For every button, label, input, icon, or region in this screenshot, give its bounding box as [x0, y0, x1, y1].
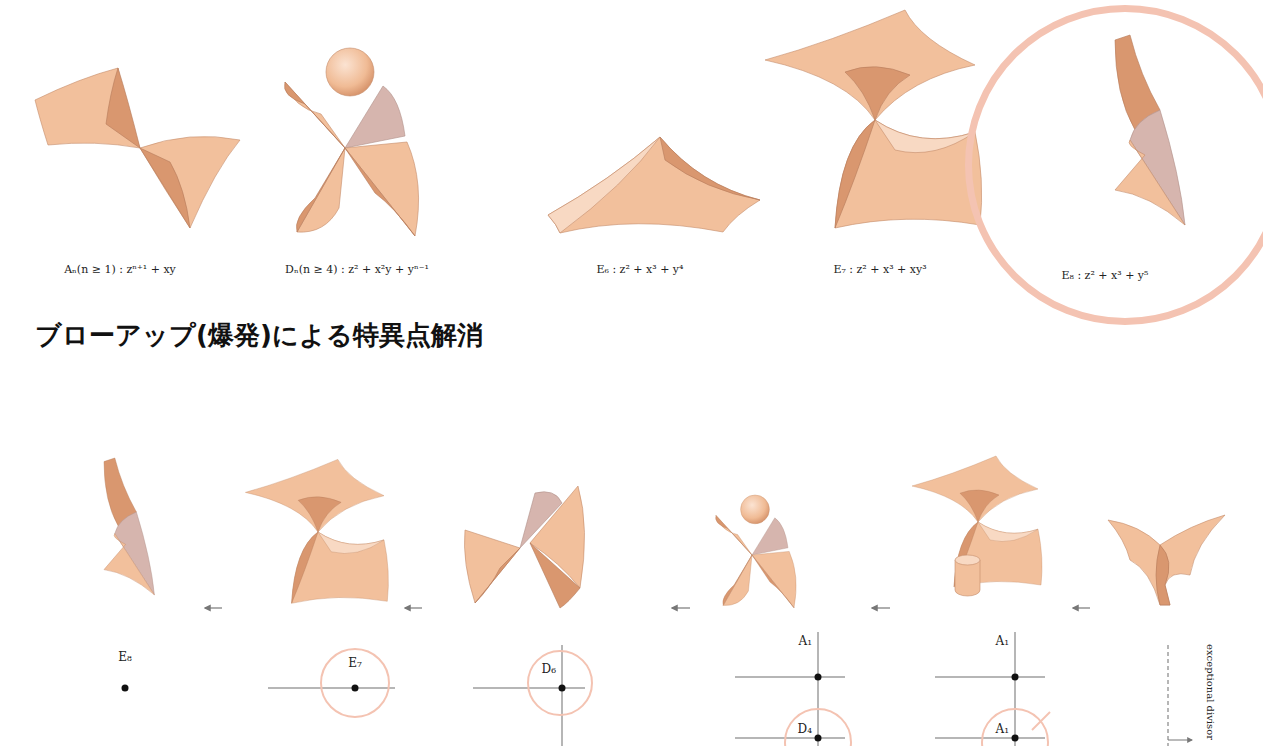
formula-label: E₇ : z² + x³ + xy³ [833, 263, 926, 276]
d6-figure [464, 486, 584, 608]
surface-part [352, 685, 359, 692]
e7-figure [245, 459, 388, 603]
e7-figure [765, 10, 982, 228]
surface-part [473, 687, 585, 689]
surface-part [935, 737, 1045, 739]
graph-label: E₈ [118, 650, 132, 664]
surface-part [1073, 607, 1090, 608]
surface-part [735, 737, 845, 739]
formula-label: E₆ : z² + x³ + y⁴ [596, 263, 683, 276]
node-label: E₇ [348, 656, 362, 670]
surface-part [672, 607, 690, 608]
surface-part [122, 685, 129, 692]
surface-part [561, 645, 563, 746]
surface-part [1167, 645, 1169, 746]
surface-part [1108, 515, 1225, 605]
section-heading: ブローアップ(爆発)による特異点解消 [35, 318, 483, 353]
surface-part [205, 607, 222, 608]
node-label: D₆ [542, 662, 556, 676]
e8-figure [104, 458, 154, 595]
surface-part [1156, 545, 1170, 605]
surface-part [1012, 674, 1019, 681]
surface-part [530, 543, 580, 608]
surface-part [268, 687, 395, 689]
dual-graphs [122, 632, 1193, 746]
graph-label: A₁ [799, 634, 812, 648]
d4-figure [716, 495, 796, 608]
surface-part [815, 674, 822, 681]
surface-part [1032, 712, 1050, 730]
surface-part [464, 530, 520, 603]
node-label: D₄ [798, 722, 812, 736]
surface-part [815, 735, 822, 742]
surface-part [559, 685, 566, 692]
highlight-circle: E₇ [320, 648, 390, 718]
a1-a1-figure [912, 456, 1042, 596]
highlight-circle: E₈ : z² + x³ + y⁵ [965, 5, 1263, 325]
highlight-circle: D₆ [527, 650, 593, 716]
formula-label: Aₙ(n ≥ 1) : zⁿ⁺¹ + xy [64, 263, 176, 276]
axis-label: exceptional divisor [1204, 644, 1216, 740]
surface-part [955, 560, 980, 596]
node-label: A₁ [996, 722, 1009, 736]
smooth-figure [1108, 515, 1225, 605]
a-n-figure [35, 68, 240, 228]
surface-part [735, 676, 845, 678]
surface-part [1168, 740, 1192, 741]
surface-part [475, 548, 520, 603]
surface-part [405, 607, 422, 608]
surface-part [935, 676, 1045, 678]
highlight-circle: A₁ [981, 708, 1049, 746]
surface-part [955, 555, 980, 565]
node-label: E₈ : z² + x³ + y⁵ [1061, 269, 1148, 282]
surface-part [1012, 735, 1019, 742]
blowup-arrows [205, 607, 1090, 608]
formula-label: Dₙ(n ≥ 4) : z² + x²y + yⁿ⁻¹ [285, 263, 429, 276]
e6-figure [548, 137, 760, 233]
graph-label: A₁ [996, 634, 1009, 648]
d-n-figure [284, 48, 418, 236]
surface-part [1014, 632, 1016, 746]
e8-figure [1115, 35, 1185, 225]
surface-part [817, 632, 819, 746]
highlight-circle: D₄ [784, 708, 852, 746]
surface-part [872, 607, 890, 608]
